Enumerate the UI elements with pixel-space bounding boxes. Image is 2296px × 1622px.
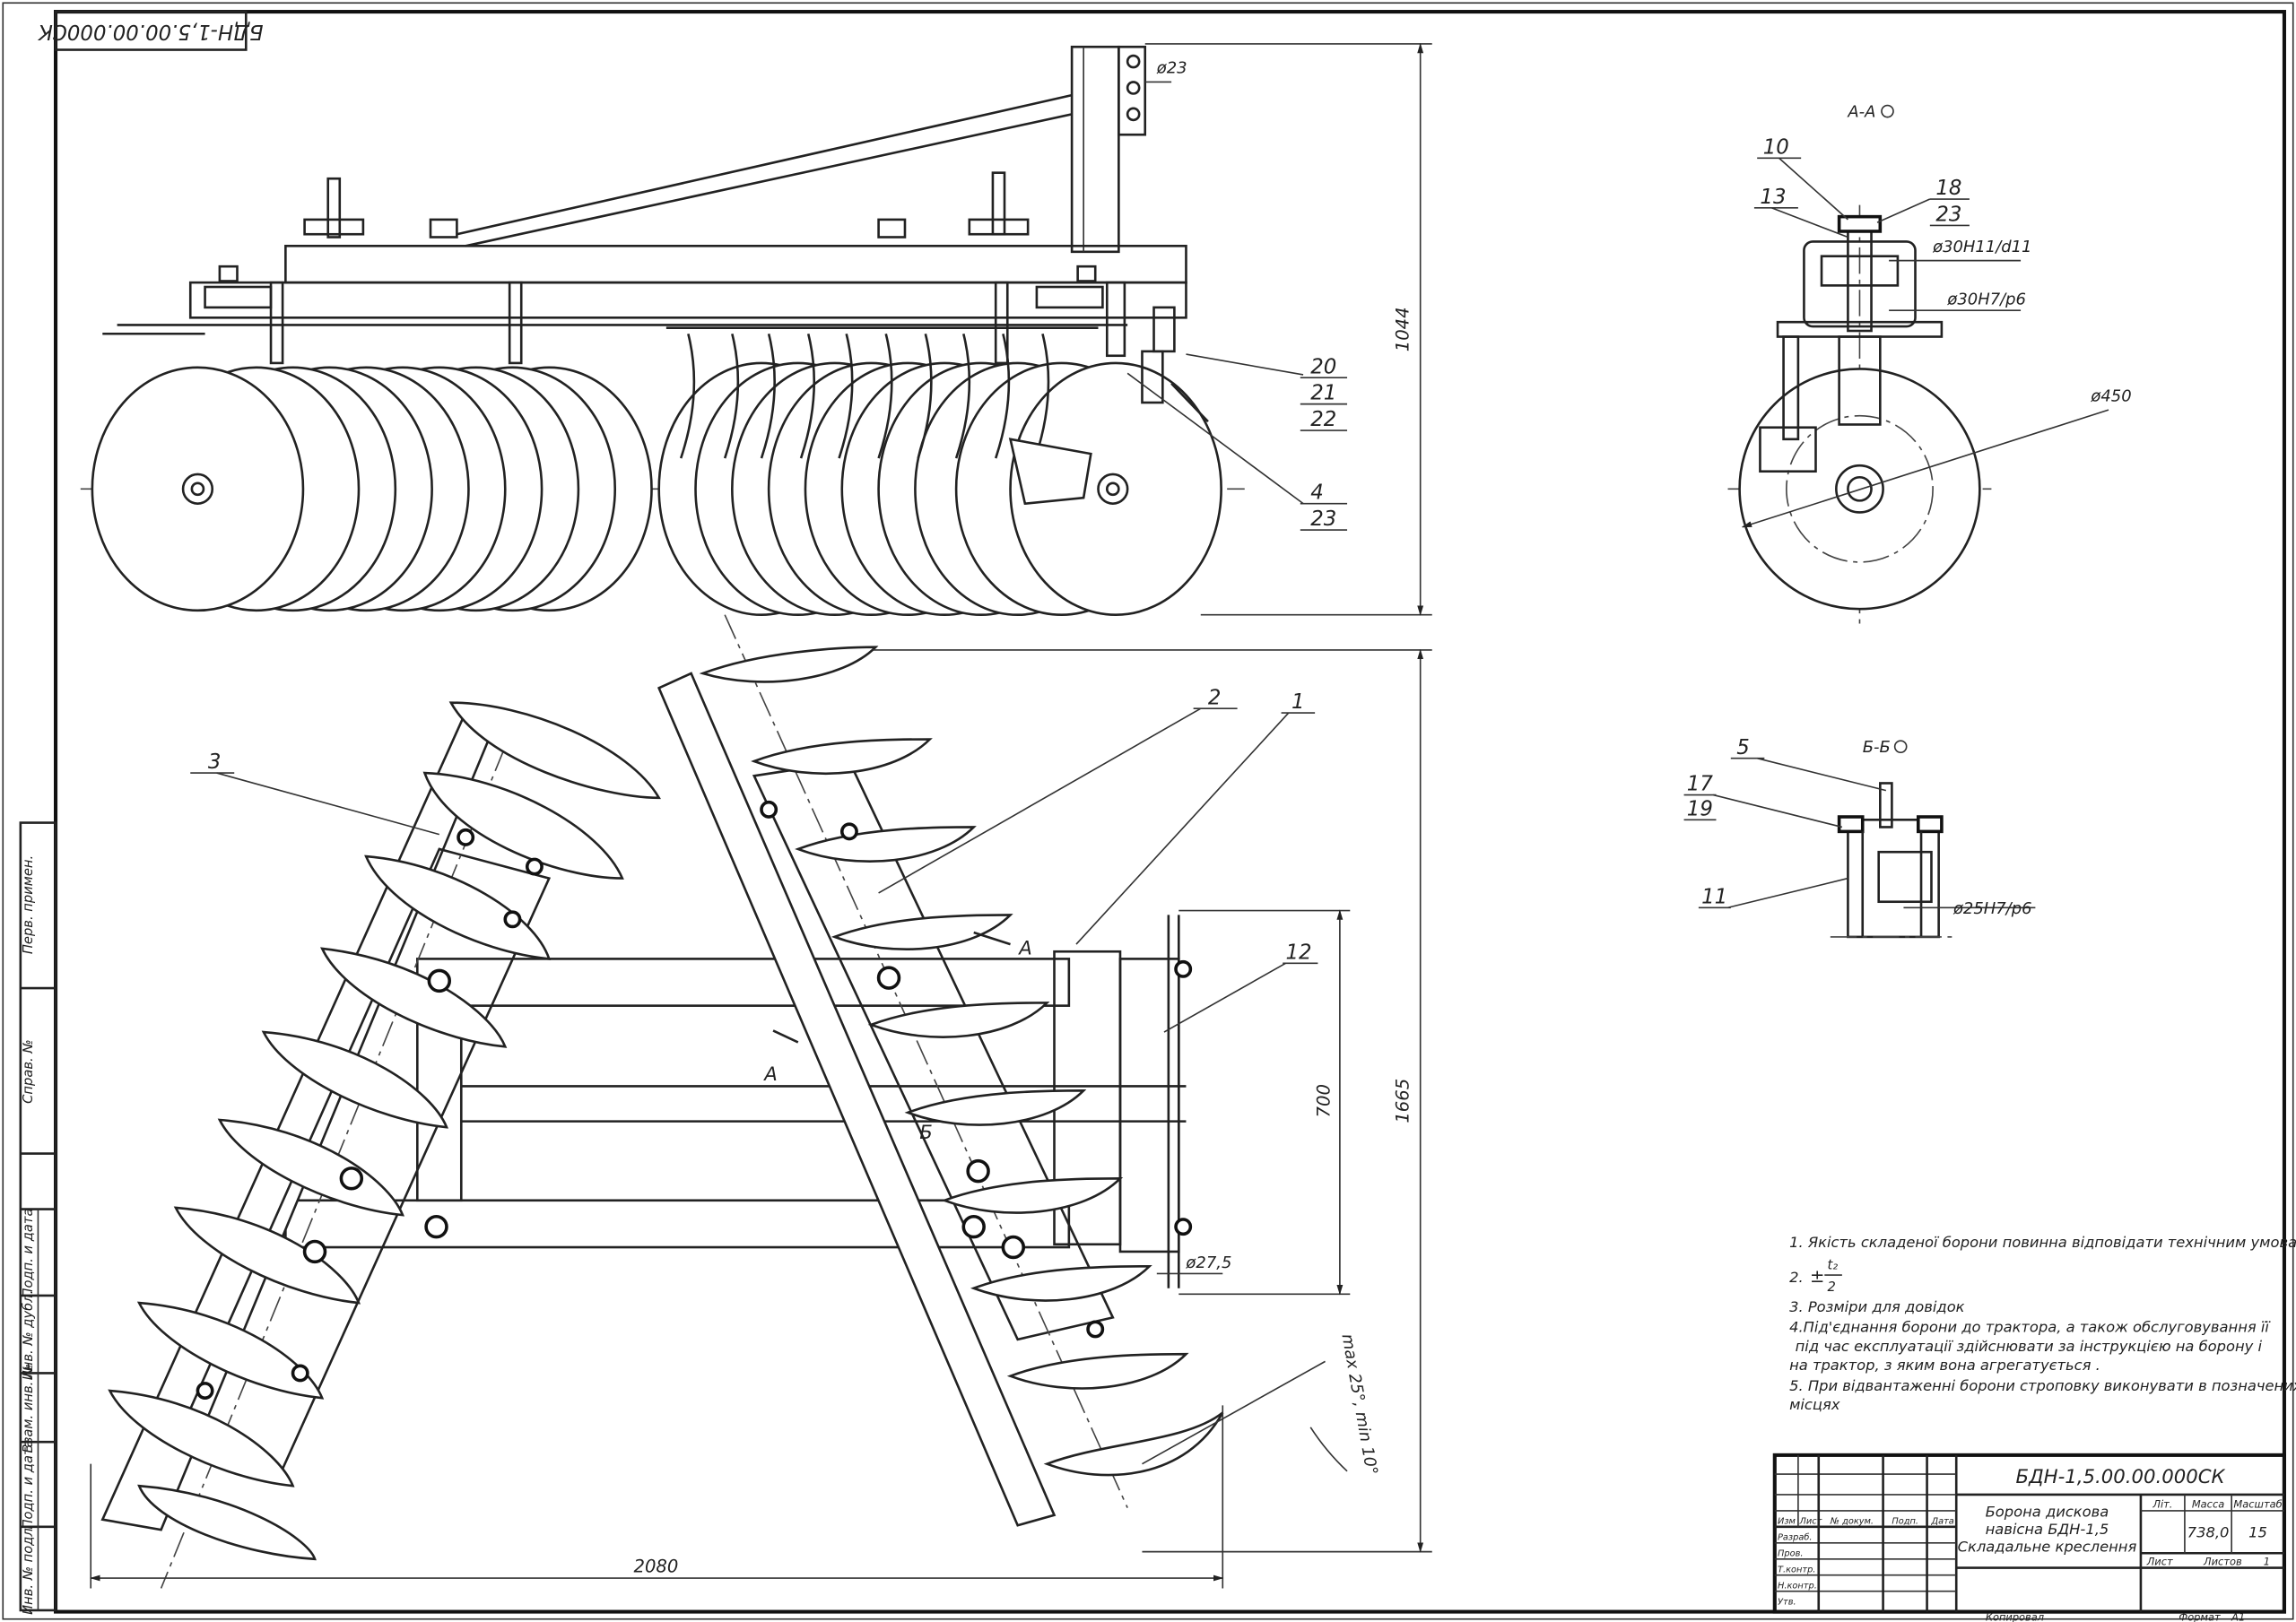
label-section-bb: Б-Б [1863, 738, 1891, 757]
stamp-perv: Перв. примен. [21, 855, 36, 954]
dim-height-side: 1044 [1393, 307, 1413, 351]
tb-lit: Літ. [2152, 1498, 2172, 1511]
dim-angle: max 25°, min 10° [1337, 1332, 1380, 1477]
footer-format-value: А1 [2231, 1610, 2245, 1622]
note-5a: 5. При відвантаженні борони строповку ви… [1789, 1377, 2296, 1394]
dim-bore3: ø25H7/p6 [1952, 899, 2032, 918]
note-2-prefix: 2. [1789, 1269, 1804, 1286]
note-2-pm: ± [1810, 1266, 1824, 1287]
callout-23-side: 23 [1310, 507, 1336, 531]
tb-mass-label: Масса [2192, 1498, 2224, 1511]
tb-col-izm: Изм [1778, 1517, 1796, 1527]
tb-scale-value: 15 [2248, 1523, 2267, 1540]
tb-scale-label: Масштаб [2233, 1498, 2282, 1511]
tb-sheet-label: Лист [2146, 1555, 2173, 1567]
note-4c: на трактор, з яким вона агрегатується . [1789, 1357, 2100, 1374]
right-gang-discs [657, 333, 1222, 617]
callout-23-section: 23 [1935, 204, 1961, 227]
top-bolts [218, 171, 1097, 282]
tb-row-tkontr: Т.контр. [1778, 1565, 1815, 1574]
footer-copied: Копировал [1986, 1610, 2044, 1622]
note-5b: місцях [1789, 1396, 1840, 1413]
tb-row-prov: Пров. [1778, 1549, 1803, 1559]
callout-5: 5 [1736, 736, 1750, 759]
tb-col-list: Лист [1799, 1517, 1822, 1527]
callout-4: 4 [1310, 481, 1324, 505]
dim-length: 2080 [634, 1556, 679, 1576]
footer-format-label: Формат [2179, 1610, 2221, 1622]
stamp-inv-dubl: Инв. № дубл. [21, 1290, 36, 1381]
callout-13: 13 [1760, 186, 1786, 209]
rotated-code-box: БДН-1,5.00.00.000СК [37, 10, 264, 51]
marker-b: Б [919, 1122, 933, 1144]
tb-row-nkontr: Н.контр. [1778, 1581, 1817, 1591]
dim-bore1: ø30H11/d11 [1932, 238, 2031, 256]
callout-20: 20 [1310, 355, 1336, 378]
rotated-code-text: БДН-1,5.00.00.000СК [37, 20, 264, 43]
callout-3: 3 [208, 750, 222, 774]
dim-hitch: ø27,5 [1185, 1253, 1231, 1272]
dim-bore2: ø30H7/p6 [1946, 291, 2026, 309]
dim-width-top: 700 [1313, 1084, 1334, 1117]
side-view: 1044 ø23 20 21 22 4 23 [80, 42, 1432, 617]
label-section-aa: А-А [1847, 103, 1875, 122]
marker-a-top: А [1017, 938, 1032, 960]
section-bb: Б-Б ø25H7/p6 5 17 19 11 [1683, 736, 2036, 939]
title-block: БДН-1,5.00.00.000СК Борона дискова навіс… [1772, 1453, 2286, 1614]
dim-height-plan: 1665 [1393, 1079, 1413, 1123]
callout-1: 1 [1292, 690, 1305, 714]
technical-notes: 1. Якість складеної борони повинна відпо… [1789, 1234, 2296, 1413]
left-gang-plan [100, 701, 661, 1589]
tb-col-date: Дата [1930, 1517, 1953, 1527]
tb-row-utv: Утв. [1778, 1597, 1796, 1607]
left-gang-discs [91, 366, 653, 612]
callout-2: 2 [1208, 686, 1222, 709]
dim-pin: ø23 [1156, 59, 1187, 78]
tb-col-doc: № докум. [1830, 1517, 1874, 1527]
callout-10: 10 [1763, 135, 1789, 159]
stamp-vzam: Взам. инв. № [21, 1364, 36, 1453]
tb-sheets-value: 1 [2264, 1555, 2270, 1567]
right-gang-plan [657, 614, 1224, 1527]
stamp-inv-podl: Инв. № подл. [21, 1524, 36, 1615]
tb-name-2: навісна БДН-1,5 [1986, 1521, 2109, 1538]
tb-name-1: Борона дискова [1986, 1503, 2109, 1520]
tb-mass-value: 738,0 [2187, 1523, 2230, 1540]
stamp-sprav: Справ. № [21, 1039, 36, 1103]
note-4b: під час експлуатації здійснювати за інст… [1796, 1338, 2263, 1355]
stamp-podp-data2: Подп. и дата [21, 1439, 36, 1529]
dim-disc: ø450 [2090, 386, 2131, 405]
callout-19: 19 [1687, 797, 1713, 820]
note-1: 1. Якість складеної борони повинна відпо… [1789, 1234, 2296, 1251]
note-3: 3. Розміри для довідок [1789, 1298, 1965, 1315]
tb-designation: БДН-1,5.00.00.000СК [2016, 1466, 2226, 1488]
tb-col-sign: Подп. [1892, 1517, 1918, 1527]
note-4a: 4.Під'єднання борони до трактора, а тако… [1789, 1319, 2271, 1336]
note-2-den: 2 [1828, 1279, 1836, 1295]
callout-18: 18 [1935, 177, 1961, 200]
tb-row-razrab: Разраб. [1778, 1532, 1812, 1543]
drawing-frame [54, 10, 2286, 1614]
callout-12: 12 [1285, 941, 1311, 964]
callout-17: 17 [1687, 773, 1714, 796]
plan-nuts [196, 800, 1193, 1400]
callout-22: 22 [1310, 408, 1336, 431]
note-2-num: t₂ [1828, 1258, 1839, 1273]
tb-name-3: Складальне креслення [1958, 1539, 2137, 1556]
callout-21: 21 [1310, 382, 1336, 405]
side-stamp: Перв. примен. Справ. № Подп. и дата Инв.… [19, 821, 57, 1615]
tb-sheets-label: Листов [2203, 1555, 2242, 1567]
marker-a-bottom: А [762, 1063, 778, 1086]
callout-11: 11 [1701, 885, 1727, 908]
section-aa: А-А ø450 ø30H11/d11 ø30H7/p6 10 13 18 23 [1727, 103, 2132, 630]
stamp-podp-data1: Подп. и дата [21, 1209, 36, 1298]
plan-view: А А Б 700 1665 2080 ø27,5 max 25°, min 1… [90, 614, 1432, 1589]
